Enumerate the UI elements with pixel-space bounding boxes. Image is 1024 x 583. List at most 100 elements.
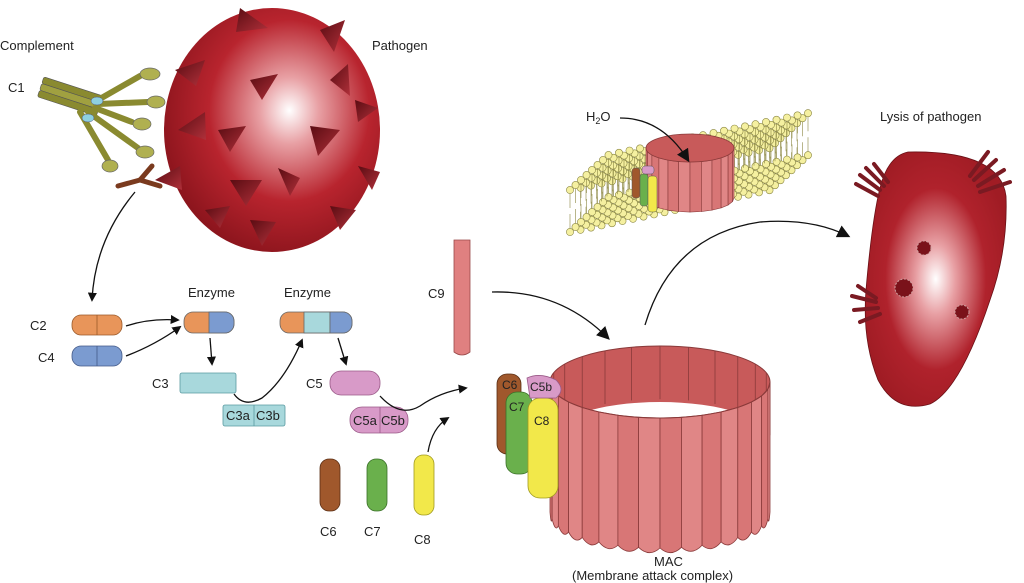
lysed-pathogen (850, 150, 1012, 407)
lipid-head-upper (730, 124, 739, 133)
membrane-pore (631, 133, 735, 213)
enzyme2-capsule (279, 311, 353, 334)
c2-capsule (71, 314, 123, 336)
lipid-head-lower (593, 203, 602, 211)
mac-front-stave (751, 395, 763, 535)
mac-front-stave (701, 411, 722, 550)
c7-label: C7 (364, 524, 381, 539)
lipid-head-lower (772, 157, 781, 166)
c8-capsule (413, 454, 435, 516)
mac-front-stave (767, 381, 771, 522)
arrow-c4-to-enzyme (125, 325, 182, 357)
mac-subtitle: (Membrane attack complex) (572, 568, 733, 583)
lipid-head-upper (793, 111, 802, 120)
lipid-head-upper (604, 151, 613, 159)
lysis-label: Lysis of pathogen (880, 109, 981, 124)
mac-front-stave (598, 411, 619, 550)
c5a-label: C5a (353, 413, 378, 428)
c1-complex (37, 67, 166, 189)
mac-components (496, 373, 562, 499)
lipid-head-upper (636, 144, 644, 153)
lipid-head-lower (604, 193, 613, 201)
mac-c6-label: C6 (502, 378, 518, 392)
mac-front-stave (581, 406, 600, 546)
mac-front-stave (681, 414, 703, 552)
pathogen-spikes (155, 8, 380, 246)
lipid-head-lower (804, 151, 812, 160)
lipid-head-upper (588, 166, 596, 174)
lipid-head-upper (741, 122, 749, 131)
enzyme2-label: Enzyme (284, 285, 331, 300)
arrow-enzyme1-down (206, 337, 216, 366)
mac-title: MAC (654, 554, 683, 569)
lipid-head-upper (577, 176, 585, 184)
lipid-head-upper (783, 113, 791, 122)
mac-c5b-label: C5b (530, 380, 552, 394)
c9-label: C9 (428, 286, 445, 301)
c9-column (453, 239, 471, 356)
c4-capsule (71, 345, 123, 367)
c3-label: C3 (152, 376, 169, 391)
c6-capsule (319, 458, 341, 512)
arrow-c1-to-c2 (87, 191, 136, 302)
lipid-head-upper (593, 161, 602, 169)
lipid-head-lower (783, 155, 791, 164)
lipid-head-upper (751, 120, 760, 129)
mac-front-stave (557, 395, 569, 535)
lipid-head-lower (762, 160, 770, 168)
mac-front-stave (720, 406, 739, 546)
mac-front-stave (659, 416, 682, 554)
c3a-c3b-block (222, 404, 286, 427)
lipid-head-lower (582, 213, 591, 221)
c5b-label: C5b (381, 413, 405, 428)
c1-label: C1 (8, 80, 25, 95)
c6-label: C6 (320, 524, 337, 539)
mac-front-stave (761, 388, 769, 529)
lipid-head-lower (571, 223, 580, 231)
enzyme1-label: Enzyme (188, 285, 235, 300)
mac-front-stave (568, 401, 583, 541)
complement-label: Complement (0, 38, 74, 53)
mac-front-stave (638, 416, 661, 554)
mac-front-stave (617, 414, 639, 552)
arrow-c2-to-enzyme (125, 314, 180, 327)
mac-c8-label: C8 (534, 414, 550, 428)
lipid-head-lower (566, 228, 574, 236)
lipid-head-upper (582, 171, 591, 179)
lipid-head-lower (741, 164, 749, 173)
arrow-c8-to-mac (427, 417, 450, 453)
lipid-head-upper (804, 109, 812, 118)
lipid-head-upper (720, 126, 728, 135)
lipid-head-upper (772, 115, 781, 124)
membrane-bilayer (566, 109, 812, 236)
lipid-head-lower (588, 208, 596, 216)
lipid-head-upper (625, 146, 634, 155)
lipid-head-upper (571, 181, 580, 189)
mac-c7-label: C7 (509, 400, 525, 414)
c3a-label: C3a (226, 408, 251, 423)
lipid-head-lower (751, 162, 760, 171)
lysis-pore-icons (850, 150, 1012, 324)
lipid-head-upper (599, 156, 607, 164)
mac-pore (549, 345, 771, 554)
c3-block (179, 372, 237, 394)
pathogen-label: Pathogen (372, 38, 428, 53)
antibody-icon (115, 163, 163, 189)
lipid-head-upper (566, 186, 574, 194)
arrow-h2o-into-pore (619, 117, 690, 163)
c2-label: C2 (30, 318, 47, 333)
pathogen-cell (155, 8, 380, 252)
c3b-label: C3b (256, 408, 280, 423)
lipid-head-lower (793, 153, 802, 162)
c7-capsule (366, 458, 388, 512)
c5a-c5b-capsule (349, 406, 409, 434)
c8-label: C8 (414, 532, 431, 547)
c5-capsule (329, 370, 381, 396)
lipid-head-lower (577, 218, 585, 226)
arrow-mac-to-lysis (644, 220, 851, 326)
c5-label: C5 (306, 376, 323, 391)
c4-label: C4 (38, 350, 55, 365)
arrow-enzyme2-down (337, 337, 349, 366)
arrow-c5-to-mac (379, 384, 468, 411)
